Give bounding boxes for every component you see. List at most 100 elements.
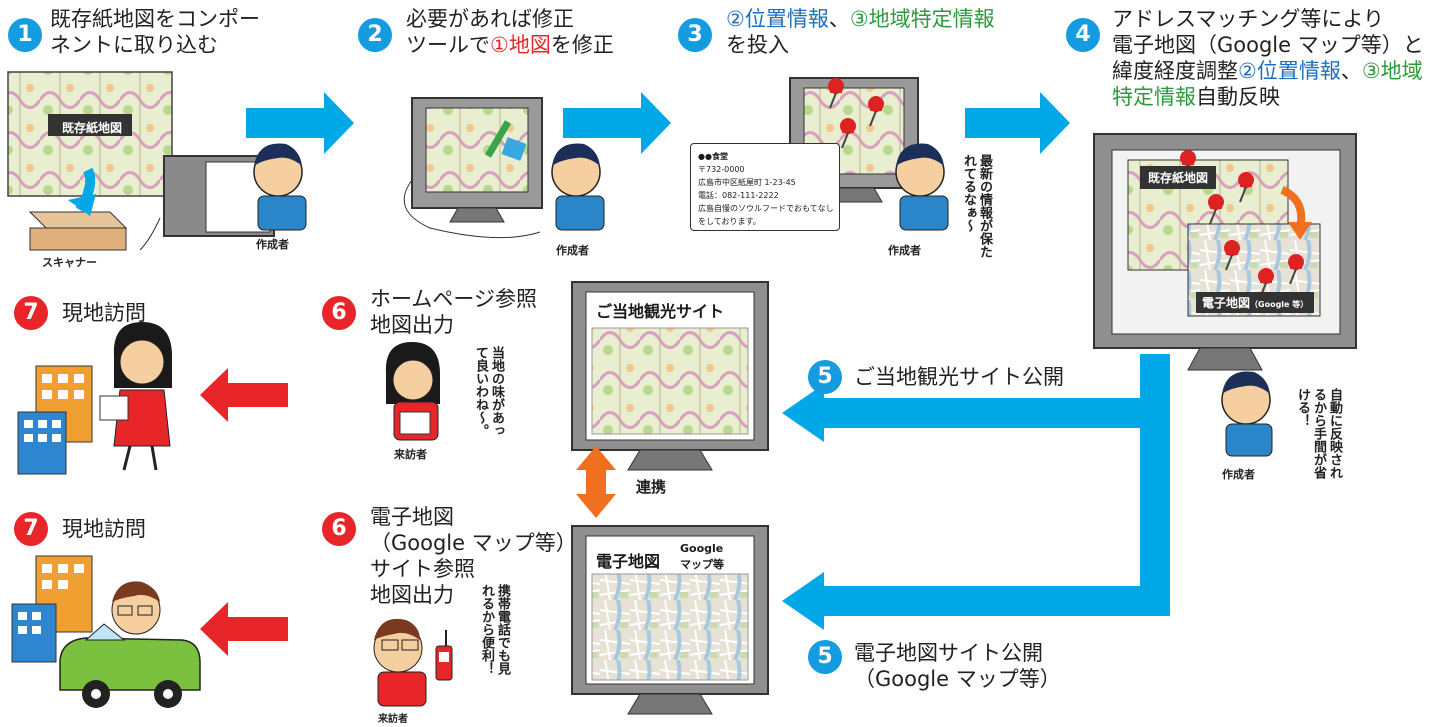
arrow-right-2 bbox=[563, 92, 671, 154]
paper-map-label: 既存紙地図 bbox=[1140, 166, 1217, 189]
tourism-site-monitor bbox=[571, 281, 769, 471]
pin-icons bbox=[828, 78, 884, 149]
step-badge-3: 3 bbox=[678, 18, 712, 52]
step-4-post: 自動反映 bbox=[1196, 85, 1280, 109]
step-6b-line1: 電子地図 bbox=[370, 505, 454, 529]
step-3-blue: ②位置情報 bbox=[726, 7, 829, 31]
step-badge-6a: 6 bbox=[322, 296, 356, 330]
scanner-label: スキャナー bbox=[42, 256, 97, 269]
visitor-avatar bbox=[373, 618, 453, 707]
arrow-left-1 bbox=[200, 368, 288, 422]
step-6a-line2: 地図出力 bbox=[370, 313, 454, 337]
speech-latest: 最新の情報が保たれてるなぁ〜 bbox=[961, 154, 992, 258]
publish-arrows bbox=[782, 354, 1170, 630]
arrow-left-2 bbox=[200, 602, 288, 656]
step-4-pre: 緯度経度調整 bbox=[1112, 59, 1238, 83]
emap-site-monitor bbox=[571, 525, 769, 715]
speech-taste: 当地の味があって良いわね〜。 bbox=[473, 346, 504, 437]
visitor-avatar bbox=[385, 342, 440, 441]
step-4-blue: ②位置情報 bbox=[1238, 59, 1341, 83]
emap-google-text: （Google 等） bbox=[1250, 300, 1309, 309]
creator-label-3: 作成者 bbox=[888, 244, 921, 257]
emap-label-text: 電子地図 bbox=[1202, 296, 1251, 310]
step-5a-text: ご当地観光サイト公開 bbox=[854, 365, 1064, 389]
step-badge-5a: 5 bbox=[808, 360, 842, 394]
creator-avatar bbox=[895, 143, 949, 231]
step-badge-7a: 7 bbox=[14, 296, 48, 330]
step-6a-line1: ホームページ参照 bbox=[370, 287, 537, 311]
visitor-label-1: 来訪者 bbox=[394, 448, 427, 461]
visitor-avatar bbox=[99, 322, 172, 471]
step-6b-line4: 地図出力 bbox=[370, 583, 454, 607]
pin-icons bbox=[1180, 150, 1304, 299]
step-6b-line3: サイト参照 bbox=[370, 557, 475, 581]
step-1-text: 既存紙地図をコンポー ネントに取り込む bbox=[50, 6, 260, 58]
step-1-line2: ネントに取り込む bbox=[50, 33, 218, 57]
step-3-green: ③地域特定情報 bbox=[849, 7, 995, 31]
info-card-zip: 〒732-0000 bbox=[698, 165, 745, 174]
step-7a-text: 現地訪問 bbox=[62, 301, 146, 325]
scanner-icon bbox=[28, 167, 128, 251]
step-badge-2: 2 bbox=[358, 18, 392, 52]
info-card-name: ●●食堂 bbox=[698, 152, 728, 161]
step-5b-text: 電子地図サイト公開 （Google マップ等） bbox=[854, 640, 1061, 692]
buildings-icon bbox=[11, 555, 93, 663]
step-4-line3: 緯度経度調整②位置情報、③地域 bbox=[1112, 58, 1424, 84]
big-monitor-icon bbox=[1093, 133, 1357, 371]
google-label: Google bbox=[680, 542, 724, 555]
link-label: 連携 bbox=[636, 478, 667, 496]
link-arrow bbox=[576, 446, 616, 518]
visitor-label-2: 来訪者 bbox=[378, 714, 408, 725]
car-driver-icon bbox=[59, 581, 201, 708]
step-2-line2: ツールで①地図を修正 bbox=[406, 32, 614, 58]
step-4-line2: 電子地図（Google マップ等）と bbox=[1112, 33, 1424, 57]
buildings-icon bbox=[17, 365, 93, 475]
info-card-tel: 電話：082-111-2222 bbox=[698, 191, 779, 200]
step-4-sep: 、 bbox=[1340, 59, 1362, 83]
paper-map-label: 既存紙地図 bbox=[62, 121, 123, 135]
step-7b-text: 現地訪問 bbox=[62, 517, 146, 541]
step-5b-line1: 電子地図サイト公開 bbox=[854, 641, 1043, 665]
info-card-desc1: 広島自慢のソウルフードでおもてなし bbox=[698, 204, 834, 213]
creator-label-2: 作成者 bbox=[556, 244, 589, 257]
creator-label-4: 作成者 bbox=[1222, 468, 1255, 481]
step-badge-5b: 5 bbox=[808, 640, 842, 674]
info-card-desc2: をしております。 bbox=[698, 217, 761, 226]
step-2-red: ①地図 bbox=[490, 33, 551, 57]
monitor-icon bbox=[403, 97, 543, 239]
step-6a-text: ホームページ参照 地図出力 bbox=[370, 286, 537, 338]
step-1-line1: 既存紙地図をコンポー bbox=[50, 7, 260, 31]
step-3-line1: ②位置情報、③地域特定情報 bbox=[726, 6, 995, 32]
step-5b-line2: （Google マップ等） bbox=[854, 667, 1061, 691]
creator-avatar bbox=[1221, 371, 1273, 457]
speech-auto: 自動に反映されるから手間が省ける！ bbox=[1295, 388, 1342, 479]
step-3-text: ②位置情報、③地域特定情報 を投入 bbox=[726, 6, 995, 58]
step-4-green2: 特定情報 bbox=[1112, 85, 1196, 109]
info-card: ●●食堂 〒732-0000 広島市中区紙屋町 1-23-45 電話：082-1… bbox=[690, 143, 840, 231]
arrow-right-1 bbox=[246, 92, 354, 154]
google-etc-label: マップ等 bbox=[680, 558, 724, 571]
step-4-green: ③地域 bbox=[1361, 59, 1423, 83]
step-badge-7b: 7 bbox=[14, 512, 48, 546]
step-4-line4: 特定情報自動反映 bbox=[1112, 84, 1424, 110]
step-4-line1: アドレスマッチング等により bbox=[1112, 7, 1384, 31]
creator-avatar bbox=[253, 143, 307, 231]
emap-site-title: 電子地図 bbox=[596, 552, 661, 571]
speech-mobile: 携帯電話でも見れるから便利！ bbox=[479, 584, 510, 675]
tourism-site-title: ご当地観光サイト bbox=[596, 302, 725, 321]
step-4-text: アドレスマッチング等により 電子地図（Google マップ等）と 緯度経度調整②… bbox=[1112, 6, 1424, 110]
step-badge-1: 1 bbox=[8, 18, 42, 52]
step-badge-4: 4 bbox=[1066, 18, 1100, 52]
step-2-text: 必要があれば修正 ツールで①地図を修正 bbox=[406, 6, 614, 58]
step-3-line2: を投入 bbox=[726, 33, 789, 57]
step-3-sep: 、 bbox=[828, 7, 850, 31]
emap-label: 電子地図（Google 等） bbox=[1196, 292, 1315, 313]
info-card-address: 広島市中区紙屋町 1-23-45 bbox=[698, 178, 796, 187]
step-6b-line2: （Google マップ等） bbox=[370, 531, 577, 555]
creator-avatar bbox=[551, 143, 605, 231]
creator-label-1: 作成者 bbox=[256, 238, 289, 251]
step-2-pre: ツールで bbox=[406, 33, 490, 57]
arrow-right-3 bbox=[965, 92, 1070, 154]
step-badge-6b: 6 bbox=[322, 512, 356, 546]
